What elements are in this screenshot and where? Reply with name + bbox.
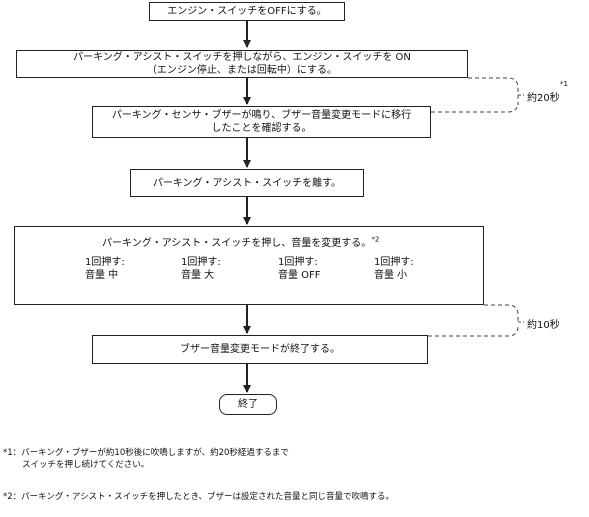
footnote-1-line-2: スイッチを押し続けてください。 bbox=[22, 460, 150, 470]
step-4-text: パーキング・アシスト・スイッチを離す。 bbox=[152, 177, 342, 189]
step-3-line-1: パーキング・センサ・ブザーが鳴り、ブザー音量変更モードに移行 bbox=[111, 110, 412, 121]
step-2-line-2: （エンジン停止、または回転中）にする。 bbox=[146, 65, 338, 76]
footnote-2: *2：パーキング・アシスト・スイッチを押したとき、ブザーは設定された音量と同じ音… bbox=[3, 491, 394, 503]
footnote-1-cont: スイッチを押し続けてください。 bbox=[22, 459, 149, 471]
step-5-note-mark: *2 bbox=[371, 235, 380, 244]
state-small: 1回押す: 音量 小 bbox=[374, 257, 414, 281]
footnote-2-mark: *2： bbox=[3, 492, 22, 502]
footnote-1-line-1: パーキング・ブザーが約10秒後に吹鳴しますが、約20秒経過するまで bbox=[21, 448, 289, 458]
footnote-1-mark: *1： bbox=[3, 448, 22, 458]
end-text: 終了 bbox=[238, 399, 258, 410]
timing-label-20s: 約20秒 bbox=[527, 93, 560, 104]
step-2-box: パーキング・アシスト・スイッチを押しながら、エンジン・スイッチを ON （エンジ… bbox=[16, 50, 468, 78]
step-3-box: パーキング・センサ・ブザーが鳴り、ブザー音量変更モードに移行 したことを確認する… bbox=[92, 106, 431, 138]
step-4-box: パーキング・アシスト・スイッチを離す。 bbox=[130, 169, 364, 197]
state-off: 1回押す: 音量 OFF bbox=[278, 257, 321, 281]
step-1-box: エンジン・スイッチをOFFにする。 bbox=[149, 2, 345, 21]
timing-label-10s: 約10秒 bbox=[527, 320, 560, 331]
state-medium: 1回押す: 音量 中 bbox=[85, 257, 125, 281]
footnote-1: *1：パーキング・ブザーが約10秒後に吹鳴しますが、約20秒経過するまで bbox=[3, 447, 289, 459]
step-3-line-2: したことを確認する。 bbox=[211, 123, 312, 134]
step-2-line-1: パーキング・アシスト・スイッチを押しながら、エンジン・スイッチを ON bbox=[73, 52, 411, 63]
step-6-box: ブザー音量変更モードが終了する。 bbox=[92, 335, 428, 364]
footnote-2-text: パーキング・アシスト・スイッチを押したとき、ブザーは設定された音量と同じ音量で吹… bbox=[21, 492, 394, 502]
timing-note-mark-1: *1 bbox=[560, 80, 568, 88]
timing-brace-20s bbox=[468, 77, 519, 105]
step-5-title: パーキング・アシスト・スイッチを押し、音量を変更する。*2 bbox=[102, 235, 380, 249]
timing-brace-10s bbox=[484, 304, 519, 322]
step-6-text: ブザー音量変更モードが終了する。 bbox=[180, 344, 340, 355]
step-5-box bbox=[14, 226, 484, 305]
step-1-text: エンジン・スイッチをOFFにする。 bbox=[167, 6, 327, 17]
end-terminator: 終了 bbox=[219, 394, 277, 415]
state-large: 1回押す: 音量 大 bbox=[181, 257, 221, 281]
